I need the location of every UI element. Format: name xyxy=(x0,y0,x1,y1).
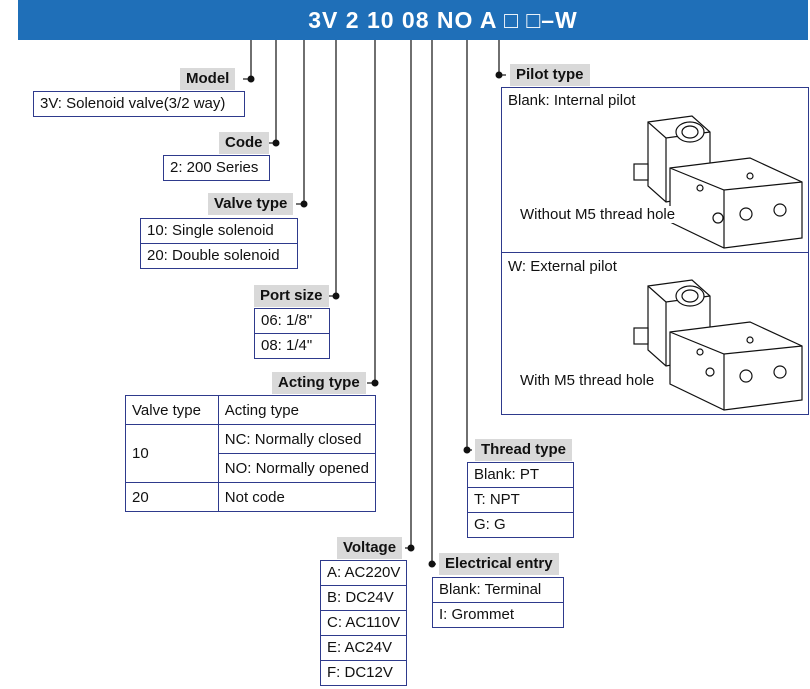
pilot-external-note: With M5 thread hole xyxy=(520,372,655,389)
electrical-entry-option: Blank: Terminal xyxy=(433,578,563,603)
valve-type-title: Valve type xyxy=(208,193,294,215)
header-banner: 3V 2 10 08 NO A □ □–W xyxy=(18,0,808,40)
model-title: Model xyxy=(180,68,236,90)
acting-header-valve-type: Valve type xyxy=(125,395,219,425)
acting-row1-valve-type: 10 xyxy=(125,424,219,483)
acting-header-acting-type: Acting type xyxy=(217,395,377,425)
thread-type-option: Blank: PT xyxy=(468,463,573,488)
code-box: 2: 200 Series xyxy=(163,155,270,181)
voltage-option: A: AC220V xyxy=(321,561,406,586)
acting-type-table: Valve type Acting type 10 NC: Normally c… xyxy=(125,395,377,512)
port-size-title: Port size xyxy=(254,285,329,307)
pilot-divider xyxy=(502,252,808,253)
voltage-option: F: DC12V xyxy=(327,664,393,681)
electrical-entry-option: I: Grommet xyxy=(439,606,515,623)
thread-type-title: Thread type xyxy=(475,439,573,461)
valve-type-option: 10: Single solenoid xyxy=(141,219,297,244)
valve-type-box: 10: Single solenoid 20: Double solenoid xyxy=(140,218,298,269)
voltage-option: E: AC24V xyxy=(321,636,406,661)
internal-pilot-valve-drawing xyxy=(633,115,803,249)
model-option: 3V: Solenoid valve(3/2 way) xyxy=(40,95,226,112)
pilot-internal-note: Without M5 thread hole xyxy=(520,206,676,223)
pilot-internal-label: Blank: Internal pilot xyxy=(508,92,636,109)
external-pilot-valve-drawing xyxy=(633,279,803,411)
voltage-option: B: DC24V xyxy=(321,586,406,611)
acting-option-nc: NC: Normally closed xyxy=(217,424,377,454)
port-size-option: 06: 1/8" xyxy=(255,309,329,334)
port-size-option: 08: 1/4" xyxy=(261,337,313,354)
voltage-box: A: AC220V B: DC24V C: AC110V E: AC24V F:… xyxy=(320,560,407,686)
pilot-type-panel: Blank: Internal pilot Without M5 thread … xyxy=(501,87,809,415)
model-box: 3V: Solenoid valve(3/2 way) xyxy=(33,91,245,117)
port-size-box: 06: 1/8" 08: 1/4" xyxy=(254,308,330,359)
pilot-type-title: Pilot type xyxy=(510,64,590,86)
pilot-external-label: W: External pilot xyxy=(508,258,617,275)
code-title: Code xyxy=(219,132,269,154)
thread-type-option: G: G xyxy=(474,516,506,533)
acting-row2-valve-type: 20 xyxy=(125,482,219,512)
acting-type-title: Acting type xyxy=(272,372,366,394)
electrical-entry-box: Blank: Terminal I: Grommet xyxy=(432,577,564,628)
voltage-option: C: AC110V xyxy=(321,611,406,636)
thread-type-box: Blank: PT T: NPT G: G xyxy=(467,462,574,538)
voltage-title: Voltage xyxy=(337,537,403,559)
electrical-entry-title: Electrical entry xyxy=(439,553,559,575)
acting-option-not-code: Not code xyxy=(217,482,377,512)
valve-type-option: 20: Double solenoid xyxy=(147,247,280,264)
thread-type-option: T: NPT xyxy=(468,488,573,513)
model-code: 3V 2 10 08 NO A □ □–W xyxy=(308,7,578,33)
code-option: 2: 200 Series xyxy=(170,159,259,176)
acting-option-no: NO: Normally opened xyxy=(217,453,377,483)
